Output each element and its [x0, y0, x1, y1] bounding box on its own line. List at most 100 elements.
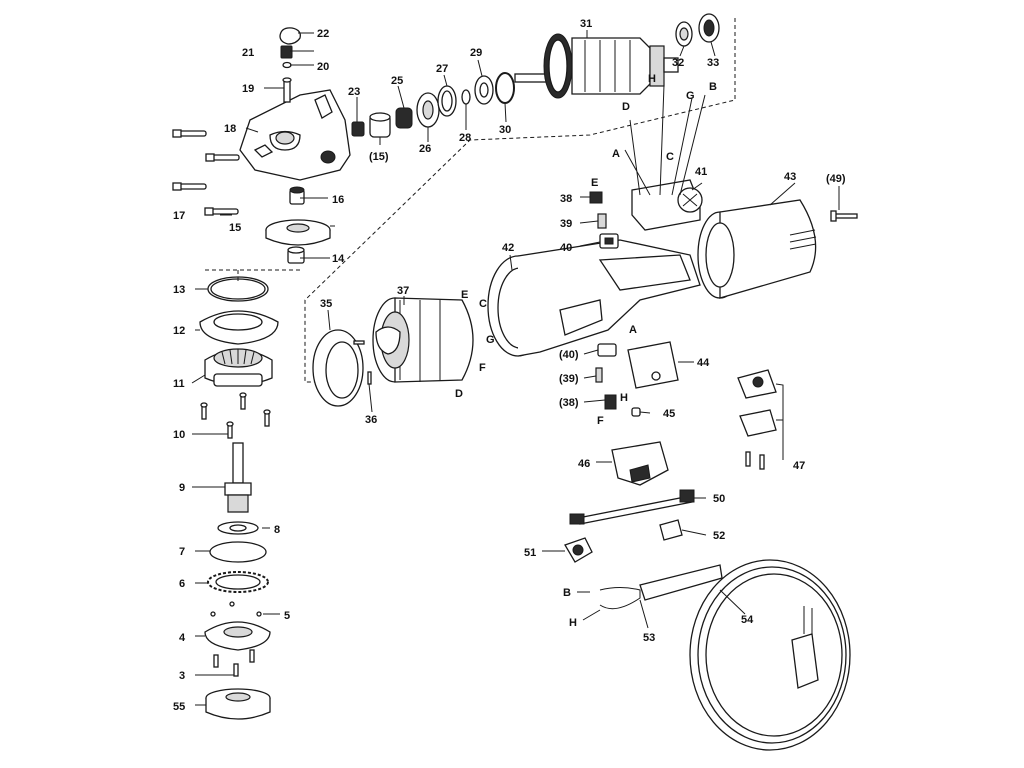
part-number-labels: 22 21 20 19 23 18 (15) 16 17 15 14 13 12… [173, 18, 846, 713]
label-39: 39 [560, 218, 572, 230]
label-31: 31 [580, 18, 592, 30]
label-38b: (38) [559, 397, 579, 409]
label-3: 3 [179, 670, 185, 682]
brush-38b [604, 394, 617, 410]
switch-button-51 [564, 537, 593, 563]
o-ring-7 [209, 541, 267, 563]
wire-label-A-mid: A [629, 324, 637, 336]
clip-52 [659, 519, 683, 541]
washer-29 [474, 75, 494, 105]
ring-28 [461, 89, 471, 105]
screw-49 [830, 210, 858, 222]
label-32: 32 [672, 57, 684, 69]
label-5: 5 [284, 610, 290, 622]
label-25: 25 [391, 75, 403, 87]
lead-50 [569, 489, 695, 525]
power-cord-54 [689, 559, 851, 751]
label-29: 29 [470, 47, 482, 59]
wire-label-F-mid: F [597, 415, 604, 427]
label-11: 11 [173, 378, 185, 390]
washer-8 [217, 521, 259, 535]
spindle-9 [224, 442, 252, 513]
screw-45 [631, 407, 641, 417]
capacitor-44 [627, 341, 679, 389]
gear-housing-18 [239, 89, 351, 181]
label-47: 47 [793, 460, 805, 472]
label-43: 43 [784, 171, 796, 183]
wire-label-G-top: G [686, 90, 695, 102]
bushing-15b [369, 112, 391, 138]
label-9: 9 [179, 482, 185, 494]
label-44: 44 [697, 357, 710, 369]
air-deflector-35 [312, 329, 364, 407]
bearing-plate-15 [265, 219, 331, 246]
label-52: 52 [713, 530, 725, 542]
wire-label-A-top: A [612, 148, 620, 160]
ring-20 [282, 61, 292, 69]
assembly-guide-dashed-line-lower [205, 269, 300, 282]
label-55: 55 [173, 701, 185, 713]
label-53: 53 [643, 632, 655, 644]
wire-label-G-stator: G [486, 334, 495, 346]
label-50: 50 [713, 493, 725, 505]
leader-lines [191, 30, 840, 706]
label-21: 21 [242, 47, 254, 59]
armature-31 [514, 33, 679, 99]
label-54: 54 [741, 614, 754, 626]
assembly-guide-dashed-line [304, 18, 736, 383]
retaining-ring-30 [495, 72, 515, 104]
wire-label-B-cord: B [563, 587, 571, 599]
label-13: 13 [173, 284, 185, 296]
switch-41 [631, 179, 703, 231]
clamp-parts-47 [737, 369, 777, 470]
cord-sleeve-53 [599, 564, 723, 610]
stator-37 [372, 297, 474, 383]
wire-label-D-top: D [622, 101, 630, 113]
brush-38 [589, 191, 603, 204]
bearing-26 [416, 92, 440, 128]
wire-label-H-top: H [648, 73, 656, 85]
label-49b: (49) [826, 173, 846, 185]
bearing-14 [287, 246, 305, 264]
label-6: 6 [179, 578, 185, 590]
label-42: 42 [502, 242, 514, 254]
clamp-46 [611, 441, 669, 486]
label-23: 23 [348, 86, 360, 98]
pinion-23 [351, 121, 365, 137]
bushing-16 [289, 186, 305, 205]
label-17: 17 [173, 210, 185, 222]
label-27: 27 [436, 63, 448, 75]
label-4: 4 [179, 632, 186, 644]
motor-housing-42 [487, 239, 701, 357]
label-12: 12 [173, 325, 185, 337]
bearing-32 [675, 21, 693, 47]
label-19: 19 [242, 83, 254, 95]
wire-letter-labels: H B G D A C E E C G F D A H F B H [455, 73, 717, 629]
label-14: 14 [332, 253, 345, 265]
bearing-cap-33 [698, 13, 720, 43]
wire-label-E-stator: E [461, 289, 468, 301]
wire-label-H-mid: H [620, 392, 628, 404]
wire-label-C-top: C [666, 151, 674, 163]
spring-21 [280, 45, 293, 59]
lock-button-22 [279, 27, 301, 45]
label-8: 8 [274, 524, 280, 536]
label-38: 38 [560, 193, 572, 205]
label-30: 30 [499, 124, 511, 136]
seal-27 [437, 85, 457, 117]
spring-washer-6 [207, 571, 269, 593]
label-16: 16 [332, 194, 344, 206]
label-18: 18 [224, 123, 236, 135]
gasket-12 [199, 310, 279, 345]
label-41: 41 [695, 166, 707, 178]
label-28: 28 [459, 132, 471, 144]
label-15b: (15) [369, 151, 389, 163]
ball-5 [210, 601, 262, 617]
label-15: 15 [229, 222, 241, 234]
label-40: 40 [560, 242, 572, 254]
label-46: 46 [578, 458, 590, 470]
label-51: 51 [524, 547, 536, 559]
wire-leads [624, 84, 706, 196]
rear-cover-43 [697, 199, 817, 299]
bearing-55 [205, 688, 271, 720]
